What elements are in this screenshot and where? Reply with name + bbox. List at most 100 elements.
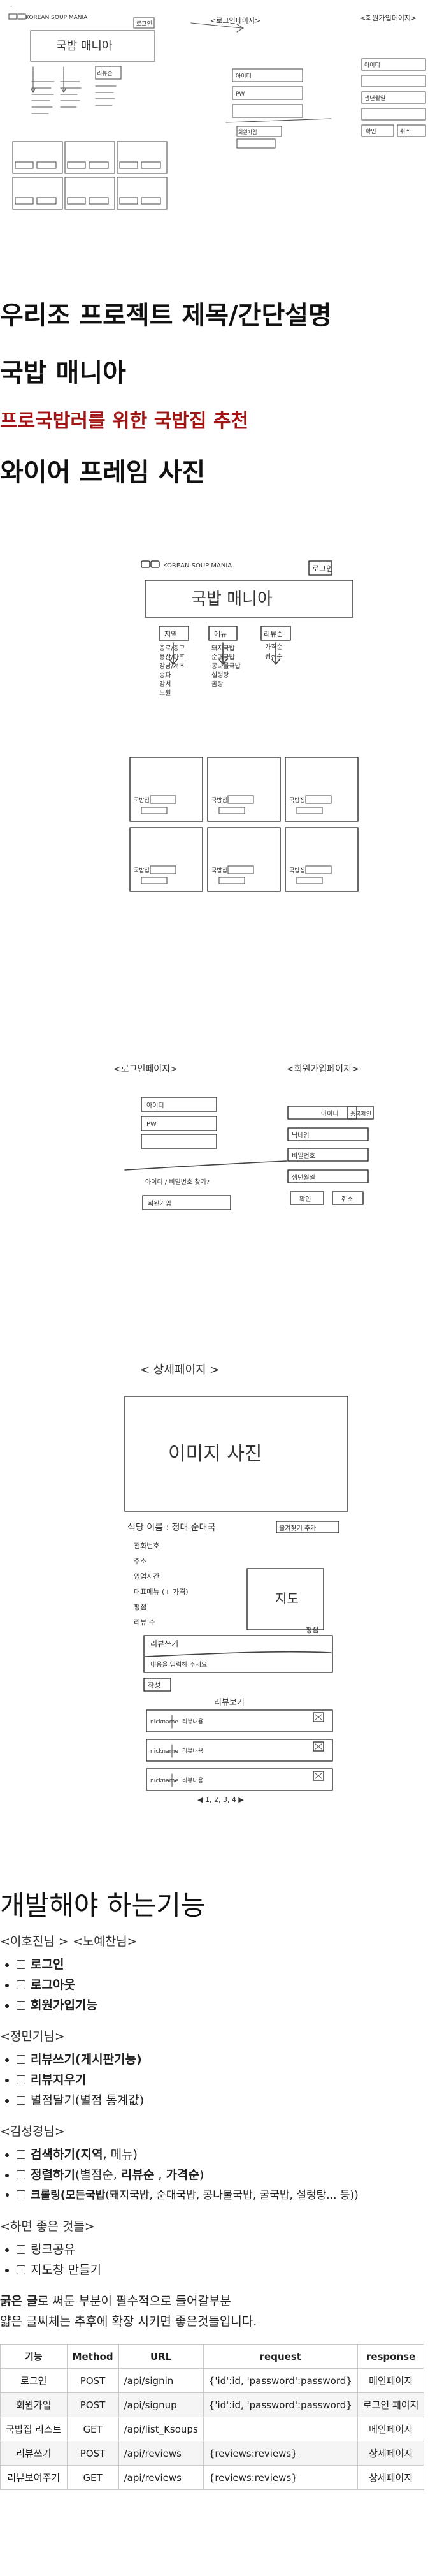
checkbox-icon[interactable] xyxy=(17,2055,25,2064)
svg-text:강서: 강서 xyxy=(159,680,171,688)
page-title: 우리조 프로젝트 제목/간단설명 xyxy=(0,301,332,330)
sketch-card-grid xyxy=(129,757,359,892)
sketch1-banner: 국밥 매니아 xyxy=(56,40,113,53)
svg-text:송파: 송파 xyxy=(159,671,171,679)
task-item: 리뷰지우기 xyxy=(17,2070,428,2090)
legend-note: 굵은 글로 써둔 부분이 필수적으로 들어갈부분 xyxy=(0,2294,231,2308)
sketch-login: 로그인 xyxy=(312,564,333,573)
svg-text:가격순: 가격순 xyxy=(265,643,283,651)
svg-text:평점순: 평점순 xyxy=(265,653,283,661)
svg-text:평점: 평점 xyxy=(134,1603,146,1611)
svg-text:노원: 노원 xyxy=(159,689,171,697)
svg-text:종로/중구: 종로/중구 xyxy=(159,645,185,652)
main-page-wireframe: KOREAN SOUP MANIA 로그인 국밥 매니아 지역 메뉴 리뷰순 가… xyxy=(129,560,359,892)
svg-text:확인: 확인 xyxy=(299,1196,311,1203)
checkbox-icon[interactable] xyxy=(17,2170,25,2179)
task-item: 크롤링(모든국밥(돼지국밥, 순대국밥, 콩나물국밥, 굴국밥, 설렁탕... … xyxy=(17,2185,428,2206)
svg-text:주소: 주소 xyxy=(134,1557,146,1565)
svg-text:회원가입: 회원가입 xyxy=(148,1199,171,1208)
checkbox-icon[interactable] xyxy=(17,1960,25,1969)
svg-text:작성: 작성 xyxy=(148,1681,160,1690)
svg-text:돼지국밥: 돼지국밥 xyxy=(211,645,235,652)
svg-text:내용을 입력해 주세요: 내용을 입력해 주세요 xyxy=(150,1660,207,1669)
sketch-region-list: 종로/중구 용산/마포 강남/서초 송파 강서 노원 xyxy=(159,645,185,697)
sketch1-cancel: 취소 xyxy=(400,128,411,135)
detail-page-wireframe: < 상세페이지 > 이미지 사진 식당 이름 : 정대 순대국 즐겨찾기 추가 … xyxy=(124,1363,348,1804)
task-item: 리뷰쓰기(게시판기능) xyxy=(17,2049,428,2070)
checkbox-icon[interactable] xyxy=(17,1980,25,1989)
sketch-review-write: 리뷰쓰기 xyxy=(150,1639,178,1648)
svg-text:국밥집: 국밥집 xyxy=(134,796,150,804)
checkbox-icon[interactable] xyxy=(17,2265,25,2274)
task-list: 로그인 로그아웃 회원가입기능 xyxy=(0,1954,428,2016)
task-item: 지도창 만들기 xyxy=(17,2260,428,2280)
sketch1-special: 리뷰순 xyxy=(97,70,113,77)
sketch-review-list: 리뷰보기 xyxy=(214,1698,245,1708)
svg-text:생년월일: 생년월일 xyxy=(292,1174,315,1182)
sketch-submit-box xyxy=(143,1678,171,1692)
sketch-image-label: 이미지 사진 xyxy=(168,1443,262,1465)
svg-text:강남/서초: 강남/서초 xyxy=(159,662,185,670)
svg-text:국밥집: 국밥집 xyxy=(211,796,227,804)
sketch1-pw: PW xyxy=(236,91,245,98)
sketch-logo-icon xyxy=(141,560,150,568)
dev-heading: 개발해야 하는기능 xyxy=(0,1890,206,1921)
svg-text:아이디: 아이디 xyxy=(321,1110,339,1118)
sketch1-nick: 아이디 xyxy=(364,62,380,69)
svg-text:취소: 취소 xyxy=(341,1196,353,1203)
checkbox-icon[interactable] xyxy=(17,2150,25,2159)
svg-text:영업시간: 영업시간 xyxy=(134,1572,159,1581)
checkbox-icon[interactable] xyxy=(17,2096,25,2105)
task-item: 회원가입기능 xyxy=(17,1995,428,2016)
sketch1-ok: 확인 xyxy=(366,128,376,135)
svg-text:용산/마포: 용산/마포 xyxy=(159,654,185,661)
col-header: URL xyxy=(118,2344,204,2369)
sketch-menu-special: 리뷰순 xyxy=(264,630,283,638)
sketch-info-list: 전화번호 주소 영업시간 대표메뉴 (+ 가격) 평점 리뷰 수 xyxy=(134,1542,189,1627)
svg-text:국밥집: 국밥집 xyxy=(289,796,305,804)
svg-text:PW: PW xyxy=(146,1121,157,1128)
checkbox-icon[interactable] xyxy=(17,2001,25,2010)
svg-text:국밥집: 국밥집 xyxy=(289,867,305,874)
svg-text:설렁탕: 설렁탕 xyxy=(211,671,229,679)
sketch-menu-type: 메뉴 xyxy=(214,630,227,638)
sketch-banner: 국밥 매니아 xyxy=(191,590,273,609)
sketch1-card-grid xyxy=(12,141,168,210)
task-list: 검색하기(지역, 메뉴) 정렬하기(별점순, 리뷰순 , 가격순) 크롤링(모든… xyxy=(0,2144,428,2206)
svg-text:닉네임: 닉네임 xyxy=(292,1131,310,1139)
svg-text:국밥집: 국밥집 xyxy=(134,867,150,874)
top-sketch-collage: - KOREAN SOUP MANIA 로그인 국밥 매니아 리뷰순 <로그인페… xyxy=(8,3,426,210)
svg-text:비밀번호: 비밀번호 xyxy=(292,1152,315,1160)
legend-note-2: 얇은 글씨체는 추후에 확장 시키면 좋은것들입니다. xyxy=(0,2315,257,2329)
svg-text:리뷰내용: 리뷰내용 xyxy=(182,1718,203,1725)
group-title: <김성경님> xyxy=(0,2125,65,2139)
svg-text:대표메뉴 (+ 가격): 대표메뉴 (+ 가격) xyxy=(134,1588,189,1596)
svg-text:nickname: nickname xyxy=(150,1778,178,1784)
sketch-logo-text: KOREAN SOUP MANIA xyxy=(163,562,232,569)
svg-text:중복확인: 중복확인 xyxy=(350,1110,371,1118)
sketch-banner-box xyxy=(145,580,353,618)
sketch-shop-name: 식당 이름 : 정대 순대국 xyxy=(127,1523,216,1533)
checkbox-icon[interactable] xyxy=(17,2075,25,2084)
sketch-signup-button-box xyxy=(142,1195,231,1210)
task-list: 링크공유 지도창 만들기 xyxy=(0,2239,428,2280)
group-title: <정민기님> xyxy=(0,2030,65,2044)
sketch-signup-page-label: <회원가입페이지> xyxy=(287,1064,359,1074)
col-header: response xyxy=(357,2344,425,2369)
sketch-map-box xyxy=(246,1568,324,1630)
sketch-image-box xyxy=(124,1396,348,1512)
sketch-pager: ◀ 1, 2, 3, 4 ▶ xyxy=(197,1796,244,1804)
checkbox-icon[interactable] xyxy=(17,2190,25,2199)
svg-text:리뷰내용: 리뷰내용 xyxy=(182,1748,203,1755)
col-header: request xyxy=(203,2344,358,2369)
sketch-detail-page-label: < 상세페이지 > xyxy=(140,1363,219,1377)
sketch-favorite: 즐겨찾기 추가 xyxy=(279,1525,316,1532)
task-item: 로그아웃 xyxy=(17,1975,428,1995)
checkbox-icon[interactable] xyxy=(17,2245,25,2254)
svg-text:평점: 평점 xyxy=(306,1626,318,1634)
sketch-login-pw-box xyxy=(141,1116,217,1131)
